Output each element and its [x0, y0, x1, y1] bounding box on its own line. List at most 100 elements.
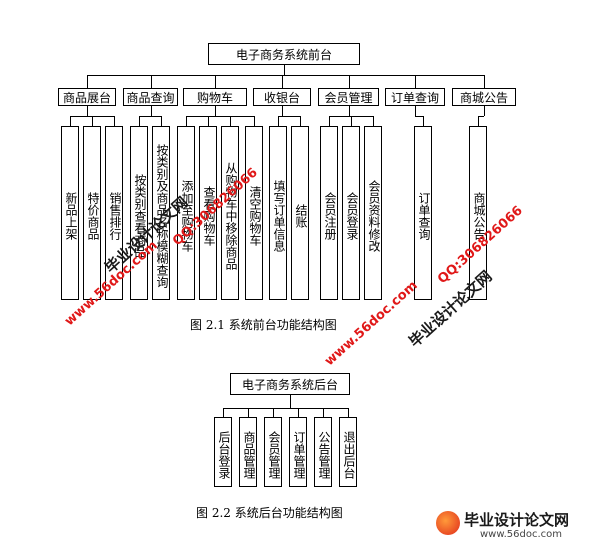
child-drop-line	[208, 116, 209, 126]
child-stem-line	[348, 106, 350, 116]
function-node-label: 添加至购物车	[180, 180, 194, 252]
function-node-label: 会员登录	[345, 192, 359, 240]
backend-drop-line	[273, 408, 274, 417]
footer-brand: 毕业设计论文网	[464, 511, 570, 529]
function-node: 查看购物车	[199, 126, 217, 300]
backend-caption: 图 2.2 系统后台功能结构图	[196, 506, 343, 520]
child-bus-line	[186, 116, 254, 117]
child-drop-line	[478, 116, 479, 126]
backend-function-node-label: 后台登录	[217, 431, 231, 479]
child-drop-line	[230, 116, 231, 126]
function-node: 填写订单信息	[269, 126, 287, 300]
child-stem-line	[87, 106, 88, 116]
function-node-label: 清空购物车	[248, 186, 262, 246]
function-node-label: 会员资料修改	[367, 180, 381, 252]
backend-root-stem-line	[290, 395, 291, 408]
function-node: 按类别及商品名称模糊查询	[152, 126, 170, 300]
function-node: 结账	[291, 126, 309, 300]
child-stem-line	[415, 106, 416, 116]
function-node: 会员登录	[342, 126, 360, 300]
child-drop-line	[139, 116, 140, 126]
child-drop-line	[254, 116, 255, 126]
function-node-label: 填写订单信息	[272, 180, 286, 252]
module-stem-line	[484, 75, 485, 88]
module-stem-line	[348, 75, 350, 88]
module-stem-line	[415, 75, 416, 88]
function-node-label: 查看购物车	[202, 186, 216, 246]
function-node-label: 新品上架	[64, 192, 78, 240]
function-node: 按类别查看商品	[130, 126, 148, 300]
module-bus-line	[87, 75, 484, 76]
function-node: 订单查询	[414, 126, 432, 300]
child-drop-line	[329, 116, 330, 126]
backend-function-node: 后台登录	[214, 417, 232, 487]
child-stem-line	[150, 106, 152, 116]
child-stem-line	[484, 106, 485, 116]
module-stem-line	[215, 75, 216, 88]
root-stem-line	[284, 65, 285, 75]
frontend-caption: 图 2.1 系统前台功能结构图	[190, 318, 337, 332]
backend-function-node: 公告管理	[314, 417, 332, 487]
function-node: 销售排行	[105, 126, 123, 300]
backend-drop-line	[223, 408, 224, 417]
backend-bus-line	[223, 408, 348, 409]
module-node: 商品展台	[58, 88, 116, 106]
function-node: 从购物车中移除商品	[221, 126, 239, 300]
backend-function-node: 商品管理	[239, 417, 257, 487]
backend-drop-line	[298, 408, 299, 417]
module-node: 会员管理	[318, 88, 379, 106]
child-stem-line	[282, 106, 283, 116]
child-bus-line	[478, 116, 484, 117]
function-node-label: 销售排行	[108, 192, 122, 240]
backend-root-node: 电子商务系统后台	[230, 373, 350, 395]
backend-function-node-label: 退出后台	[342, 431, 356, 479]
child-drop-line	[423, 116, 424, 126]
backend-drop-line	[248, 408, 249, 417]
logo-icon	[436, 511, 460, 535]
backend-function-node: 退出后台	[339, 417, 357, 487]
child-drop-line	[186, 116, 187, 126]
module-node: 商城公告	[452, 88, 516, 106]
child-drop-line	[92, 116, 93, 126]
footer-url: www.56doc.com	[480, 529, 563, 540]
child-drop-line	[373, 116, 374, 126]
function-node-label: 特价商品	[86, 192, 100, 240]
module-node: 订单查询	[385, 88, 445, 106]
module-stem-line	[282, 75, 283, 88]
child-bus-line	[415, 116, 423, 117]
function-node: 商城公告	[469, 126, 487, 300]
backend-function-node-label: 商品管理	[242, 431, 256, 479]
function-node-label: 商城公告	[472, 192, 486, 240]
frontend-root-node: 电子商务系统前台	[208, 43, 360, 65]
function-node-label: 订单查询	[417, 192, 431, 240]
backend-function-node: 会员管理	[264, 417, 282, 487]
module-node: 商品查询	[123, 88, 178, 106]
function-node-label: 结账	[294, 204, 308, 228]
function-node-label: 按类别查看商品	[133, 174, 147, 258]
footer-logo: 毕业设计论文网 www.56doc.com	[436, 507, 596, 543]
child-drop-line	[114, 116, 115, 126]
function-node-label: 按类别及商品名称模糊查询	[155, 144, 169, 288]
function-node-label: 会员注册	[323, 192, 337, 240]
backend-function-node-label: 订单管理	[292, 431, 306, 479]
module-node: 购物车	[183, 88, 247, 106]
function-node: 特价商品	[83, 126, 101, 300]
function-node-label: 从购物车中移除商品	[224, 162, 238, 270]
module-node: 收银台	[253, 88, 311, 106]
module-stem-line	[150, 75, 152, 88]
function-node: 清空购物车	[245, 126, 263, 300]
function-node: 新品上架	[61, 126, 79, 300]
child-drop-line	[278, 116, 279, 126]
child-drop-line	[161, 116, 162, 126]
child-drop-line	[70, 116, 71, 126]
backend-function-node-label: 会员管理	[267, 431, 281, 479]
backend-function-node: 订单管理	[289, 417, 307, 487]
child-bus-line	[278, 116, 300, 117]
function-node: 会员资料修改	[364, 126, 382, 300]
child-drop-line	[300, 116, 301, 126]
function-node: 添加至购物车	[177, 126, 195, 300]
function-node: 会员注册	[320, 126, 338, 300]
child-stem-line	[215, 106, 216, 116]
backend-function-node-label: 公告管理	[317, 431, 331, 479]
module-stem-line	[87, 75, 88, 88]
